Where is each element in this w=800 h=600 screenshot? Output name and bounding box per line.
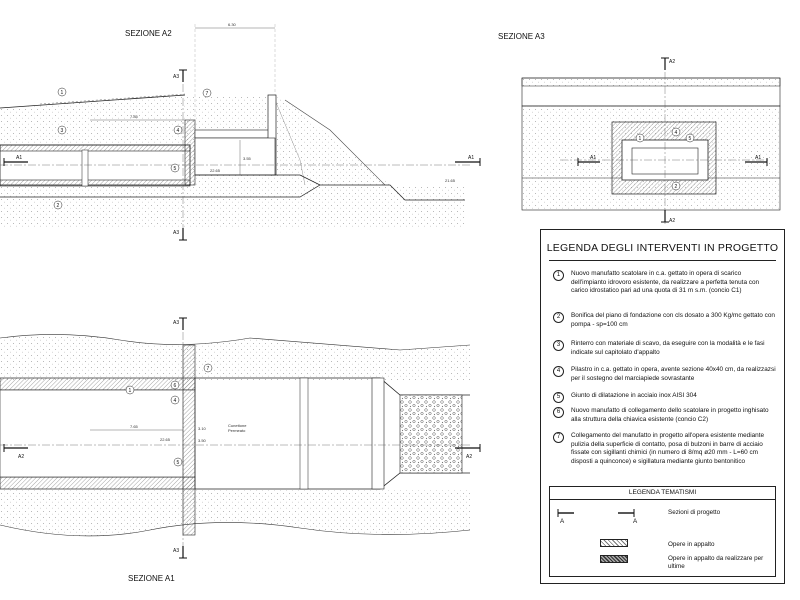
cunettone-label: Cunettone — [228, 423, 247, 428]
section-marker-icon — [557, 509, 635, 517]
svg-text:1: 1 — [61, 90, 64, 96]
legend-item-text: Rinterro con materiale di scavo, da eseg… — [571, 340, 765, 356]
svg-text:4: 4 — [174, 398, 177, 404]
svg-text:A3: A3 — [173, 74, 179, 80]
section-marker-a3-plan-bottom: A3 — [173, 546, 187, 559]
sezioni-label: Sezioni di progetto — [668, 509, 721, 516]
legend-panel: LEGENDA DEGLI INTERVENTI IN PROGETTO 1 N… — [540, 229, 785, 584]
svg-text:7: 7 — [207, 366, 210, 372]
svg-text:A1: A1 — [16, 155, 22, 161]
legend-title: LEGENDA DEGLI INTERVENTI IN PROGETTO — [546, 242, 779, 254]
legend-item-number: 1 — [553, 270, 564, 281]
section-marker-a3-bottom: A3 — [173, 228, 187, 241]
legend-tematismi: LEGENDA TEMATISMI A A Sezioni di progett… — [549, 486, 776, 577]
svg-text:7: 7 — [206, 91, 209, 97]
legend-item-number: 4 — [553, 366, 564, 377]
legend-item-text: Collegamento del manufatto in progetto a… — [571, 432, 765, 465]
svg-text:A2: A2 — [18, 454, 24, 460]
legend-item-number: 6 — [553, 407, 564, 418]
legend-item-number: 5 — [553, 392, 564, 403]
swatch-opere — [600, 539, 628, 547]
callouts-a3: 4 1 5 2 — [635, 127, 695, 191]
section-marker-a1-right: A1 — [455, 155, 481, 166]
marker-a-right: A — [633, 518, 638, 525]
section-a3-title: SEZIONE A3 — [498, 32, 545, 41]
dim-label: 6.30 — [228, 22, 237, 27]
callouts-a1: 1 6 4 5 7 — [125, 363, 213, 467]
dim-label: 3.55 — [243, 156, 252, 161]
section-marker-a1-a3-right: A1 — [745, 155, 768, 166]
svg-text:4: 4 — [675, 130, 678, 136]
legend-item-text: Bonifica del piano di fondazione con cls… — [571, 312, 775, 328]
svg-text:2: 2 — [675, 184, 678, 190]
section-a2: SEZIONE A2 6.30 7.85 3.55 22.65 21.65 — [0, 22, 481, 241]
dim-label: 22.65 — [210, 168, 221, 173]
svg-text:6: 6 — [174, 383, 177, 389]
section-marker-a2-right: A2 — [455, 444, 481, 460]
legend-item-text: Nuovo manufatto di collegamento dello sc… — [571, 407, 769, 423]
opere-ultime-label: Opere in appalto da realizzare per ultim… — [668, 555, 764, 570]
section-marker-a3-top: A3 — [173, 69, 187, 82]
svg-text:2: 2 — [57, 203, 60, 209]
svg-text:A1: A1 — [468, 155, 474, 161]
svg-text:1: 1 — [639, 136, 642, 142]
section-a1: SEZIONE A1 7.65 22.65 3.10 3.50 Cunetton… — [0, 317, 481, 583]
section-a3: SEZIONE A3 A2 A2 A1 A1 — [498, 32, 781, 225]
legend-item-number: 3 — [553, 340, 564, 351]
section-marker-a1-a3-left: A1 — [577, 155, 600, 166]
section-marker-a3-plan-top: A3 — [173, 317, 187, 330]
section-marker-a1-left: A1 — [3, 155, 28, 166]
svg-text:5: 5 — [174, 166, 177, 172]
dim-label: 7.65 — [130, 424, 139, 429]
section-marker-a2-bottom: A2 — [661, 210, 675, 224]
legend-divider — [549, 260, 776, 261]
svg-text:A2: A2 — [669, 218, 675, 224]
svg-text:A2: A2 — [466, 454, 472, 460]
svg-text:A3: A3 — [173, 230, 179, 236]
swatch-opere-ultime — [600, 555, 628, 563]
svg-text:5: 5 — [689, 136, 692, 142]
svg-text:4: 4 — [177, 128, 180, 134]
callouts-a2: 1 3 2 5 4 7 — [53, 87, 212, 210]
dim-label: 21.65 — [445, 178, 456, 183]
legend-item-number: 7 — [553, 432, 564, 443]
dim-label: 3.10 — [198, 426, 207, 431]
section-marker-a2-left: A2 — [3, 444, 28, 460]
section-marker-a2-top: A2 — [661, 57, 675, 70]
legend-item-text: Nuovo manufatto scatolare in c.a. gettat… — [571, 270, 760, 295]
legend-item-number: 2 — [553, 312, 564, 323]
svg-text:1: 1 — [129, 388, 132, 394]
opere-label: Opere in appalto — [668, 541, 715, 548]
svg-text:A1: A1 — [755, 155, 761, 161]
dim-label: 3.50 — [198, 438, 207, 443]
svg-text:5: 5 — [177, 460, 180, 466]
section-a2-title: SEZIONE A2 — [125, 29, 172, 38]
tematismi-title: LEGENDA TEMATISMI — [550, 487, 775, 500]
svg-text:A1: A1 — [590, 155, 596, 161]
svg-text:A3: A3 — [173, 320, 179, 326]
marker-a-left: A — [560, 518, 565, 525]
svg-text:3: 3 — [61, 128, 64, 134]
svg-text:A2: A2 — [669, 59, 675, 65]
section-a1-title: SEZIONE A1 — [128, 574, 175, 583]
legend-item-text: Pilastro in c.a. gettato in opera, avent… — [571, 366, 776, 382]
permeato-label: Permeato — [228, 428, 246, 433]
dim-label: 7.85 — [130, 114, 139, 119]
legend-item-text: Giunto di dilatazione in acciaio inox AI… — [571, 392, 697, 399]
svg-text:A3: A3 — [173, 548, 179, 554]
dim-label: 22.65 — [160, 437, 171, 442]
